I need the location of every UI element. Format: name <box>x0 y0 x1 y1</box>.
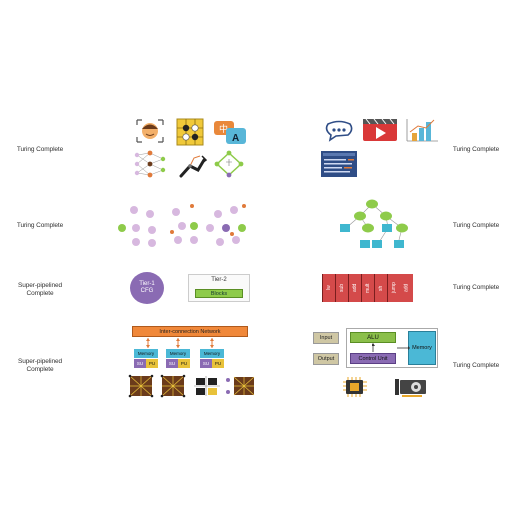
cpu-frame <box>346 328 438 368</box>
mesh-tile-1 <box>128 374 154 398</box>
go-board-icon <box>176 118 204 146</box>
row2-right-label: Turing Complete <box>452 222 500 229</box>
pe3-pu: PU <box>212 359 224 368</box>
pe-unit-2: Memory SU PU <box>166 349 190 369</box>
instr-6: add <box>400 274 413 302</box>
pe-unit-1: Memory SU PU <box>134 349 158 369</box>
row1-right-label: Turing Complete <box>452 146 500 153</box>
input-box: Input <box>313 332 339 344</box>
tier1-cfg-node: Tier-1 CFG <box>130 272 164 304</box>
instr-2: add <box>348 274 361 302</box>
pe1-su: SU <box>134 359 146 368</box>
control-unit-label: Control Unit <box>358 355 388 362</box>
dataflow-tree <box>340 199 408 248</box>
row3-left-label: Super-pipelined Complete <box>17 282 63 297</box>
alu-label: ALU <box>367 334 379 341</box>
row2-left-label: Turing Complete <box>16 222 64 229</box>
face-icon <box>136 119 164 143</box>
pe3-memory: Memory <box>200 349 224 358</box>
memory-label: Memory <box>412 345 432 351</box>
chat-icon <box>325 120 353 142</box>
svg-text:中: 中 <box>219 123 228 135</box>
tier2-label: Tier-2 <box>211 277 227 283</box>
cpu-chip-icon <box>343 377 367 397</box>
row1-left-label: Turing Complete <box>16 146 64 153</box>
instr-3: mult <box>361 274 374 302</box>
instr-5: jump <box>387 274 400 302</box>
video-icon <box>363 118 397 141</box>
row4-left-label: Super-pipelined Complete <box>17 358 63 373</box>
blocks-label: Blocks <box>210 290 228 297</box>
node-cluster-2 <box>170 204 198 244</box>
tier2-panel: Tier-2 Blocks <box>188 274 250 302</box>
gpu-card-icon <box>395 379 426 397</box>
input-label: Input <box>319 335 333 341</box>
row4-right-label: Turing Complete <box>452 362 500 369</box>
row3-right-label: Turing Complete <box>452 284 500 291</box>
mesh-tile-2 <box>160 374 186 398</box>
instr-4: sh <box>374 274 387 302</box>
instr-0: lw <box>322 274 335 302</box>
instruction-pipeline: lw sub add mult sh jump add <box>322 274 418 302</box>
pe3-su: SU <box>200 359 212 368</box>
memory-box: Memory <box>408 331 436 365</box>
pe2-su: SU <box>166 359 178 368</box>
output-label: Output <box>317 356 335 362</box>
pe1-memory: Memory <box>134 349 158 358</box>
neural-net-icon <box>134 150 166 178</box>
bar-chart-icon <box>406 119 438 142</box>
mesh-tile-4 <box>226 376 255 396</box>
output-box: Output <box>313 353 339 365</box>
graph-cycle-icon <box>214 150 244 178</box>
svg-text:A: A <box>232 133 239 144</box>
network-title: Inter-connection Network <box>159 328 221 335</box>
blocks-bar: Blocks <box>195 289 243 298</box>
translate-icon: 中 A <box>214 121 246 144</box>
robot-arm-icon <box>179 155 208 178</box>
mesh-grid-tiles <box>128 374 255 398</box>
cpu-arrows <box>372 343 410 352</box>
network-arrows <box>146 338 214 348</box>
interconnection-network-bar: Inter-connection Network <box>132 326 248 337</box>
node-cluster-1 <box>118 206 156 247</box>
mesh-tile-3 <box>194 376 220 396</box>
pe2-memory: Memory <box>166 349 190 358</box>
pe-unit-3: Memory SU PU <box>200 349 224 369</box>
pe2-pu: PU <box>178 359 190 368</box>
tier1-label: Tier-1 CFG <box>139 281 155 294</box>
alu-box: ALU <box>350 332 396 343</box>
pe1-pu: PU <box>146 359 158 368</box>
control-unit-box: Control Unit <box>350 353 396 364</box>
dataflow-node-graph <box>118 204 246 247</box>
node-cluster-3 <box>206 204 246 246</box>
instr-1: sub <box>335 274 348 302</box>
document-icon <box>321 151 357 177</box>
